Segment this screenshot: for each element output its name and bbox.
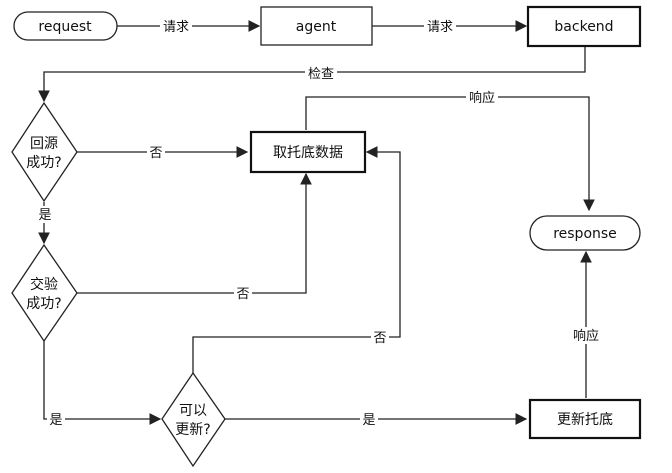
node-can-update <box>161 371 226 468</box>
node-backend-label: backend <box>554 19 613 35</box>
node-fallback-data <box>249 130 367 174</box>
node-validate-line1: 交验 <box>30 276 58 293</box>
node-request <box>13 11 118 41</box>
node-fallback-data-label: 取托底数据 <box>273 145 343 161</box>
node-update-fallback <box>528 398 642 440</box>
edge-label-update-response: 响应 <box>573 328 599 344</box>
edge-label-origin-no: 否 <box>149 146 162 161</box>
node-response <box>529 215 641 251</box>
edge-label-request-2: 请求 <box>427 20 453 35</box>
edge-update-fallback <box>192 146 401 373</box>
node-can-update-line2: 更新? <box>175 422 210 438</box>
node-can-update-line1: 可以 <box>179 403 207 419</box>
edge-validate-update <box>43 341 162 425</box>
node-agent-label: agent <box>296 19 337 35</box>
node-response-label: response <box>553 226 617 242</box>
node-check-origin <box>11 101 78 203</box>
edge-validate-fallback <box>77 172 312 294</box>
edge-label-validate-no: 否 <box>236 287 249 302</box>
edge-label-check: 检查 <box>308 67 334 82</box>
edge-label-request-1: 请求 <box>163 20 189 35</box>
edge-fallback-response <box>305 96 595 212</box>
node-check-origin-line2: 成功? <box>26 155 61 171</box>
edge-label-update-yes: 是 <box>362 413 375 428</box>
node-validate <box>11 243 78 343</box>
edge-label-update-no: 否 <box>373 331 386 346</box>
node-update-fallback-label: 更新托底 <box>557 412 613 428</box>
edge-label-fallback-response: 响应 <box>469 90 495 106</box>
edge-label-origin-yes: 是 <box>38 208 51 223</box>
node-request-label: request <box>38 19 92 35</box>
node-validate-line2: 成功? <box>26 296 61 312</box>
node-agent <box>260 6 373 46</box>
node-check-origin-line1: 回源 <box>30 136 58 152</box>
node-backend <box>526 5 642 48</box>
edge-label-validate-yes: 是 <box>49 413 62 428</box>
